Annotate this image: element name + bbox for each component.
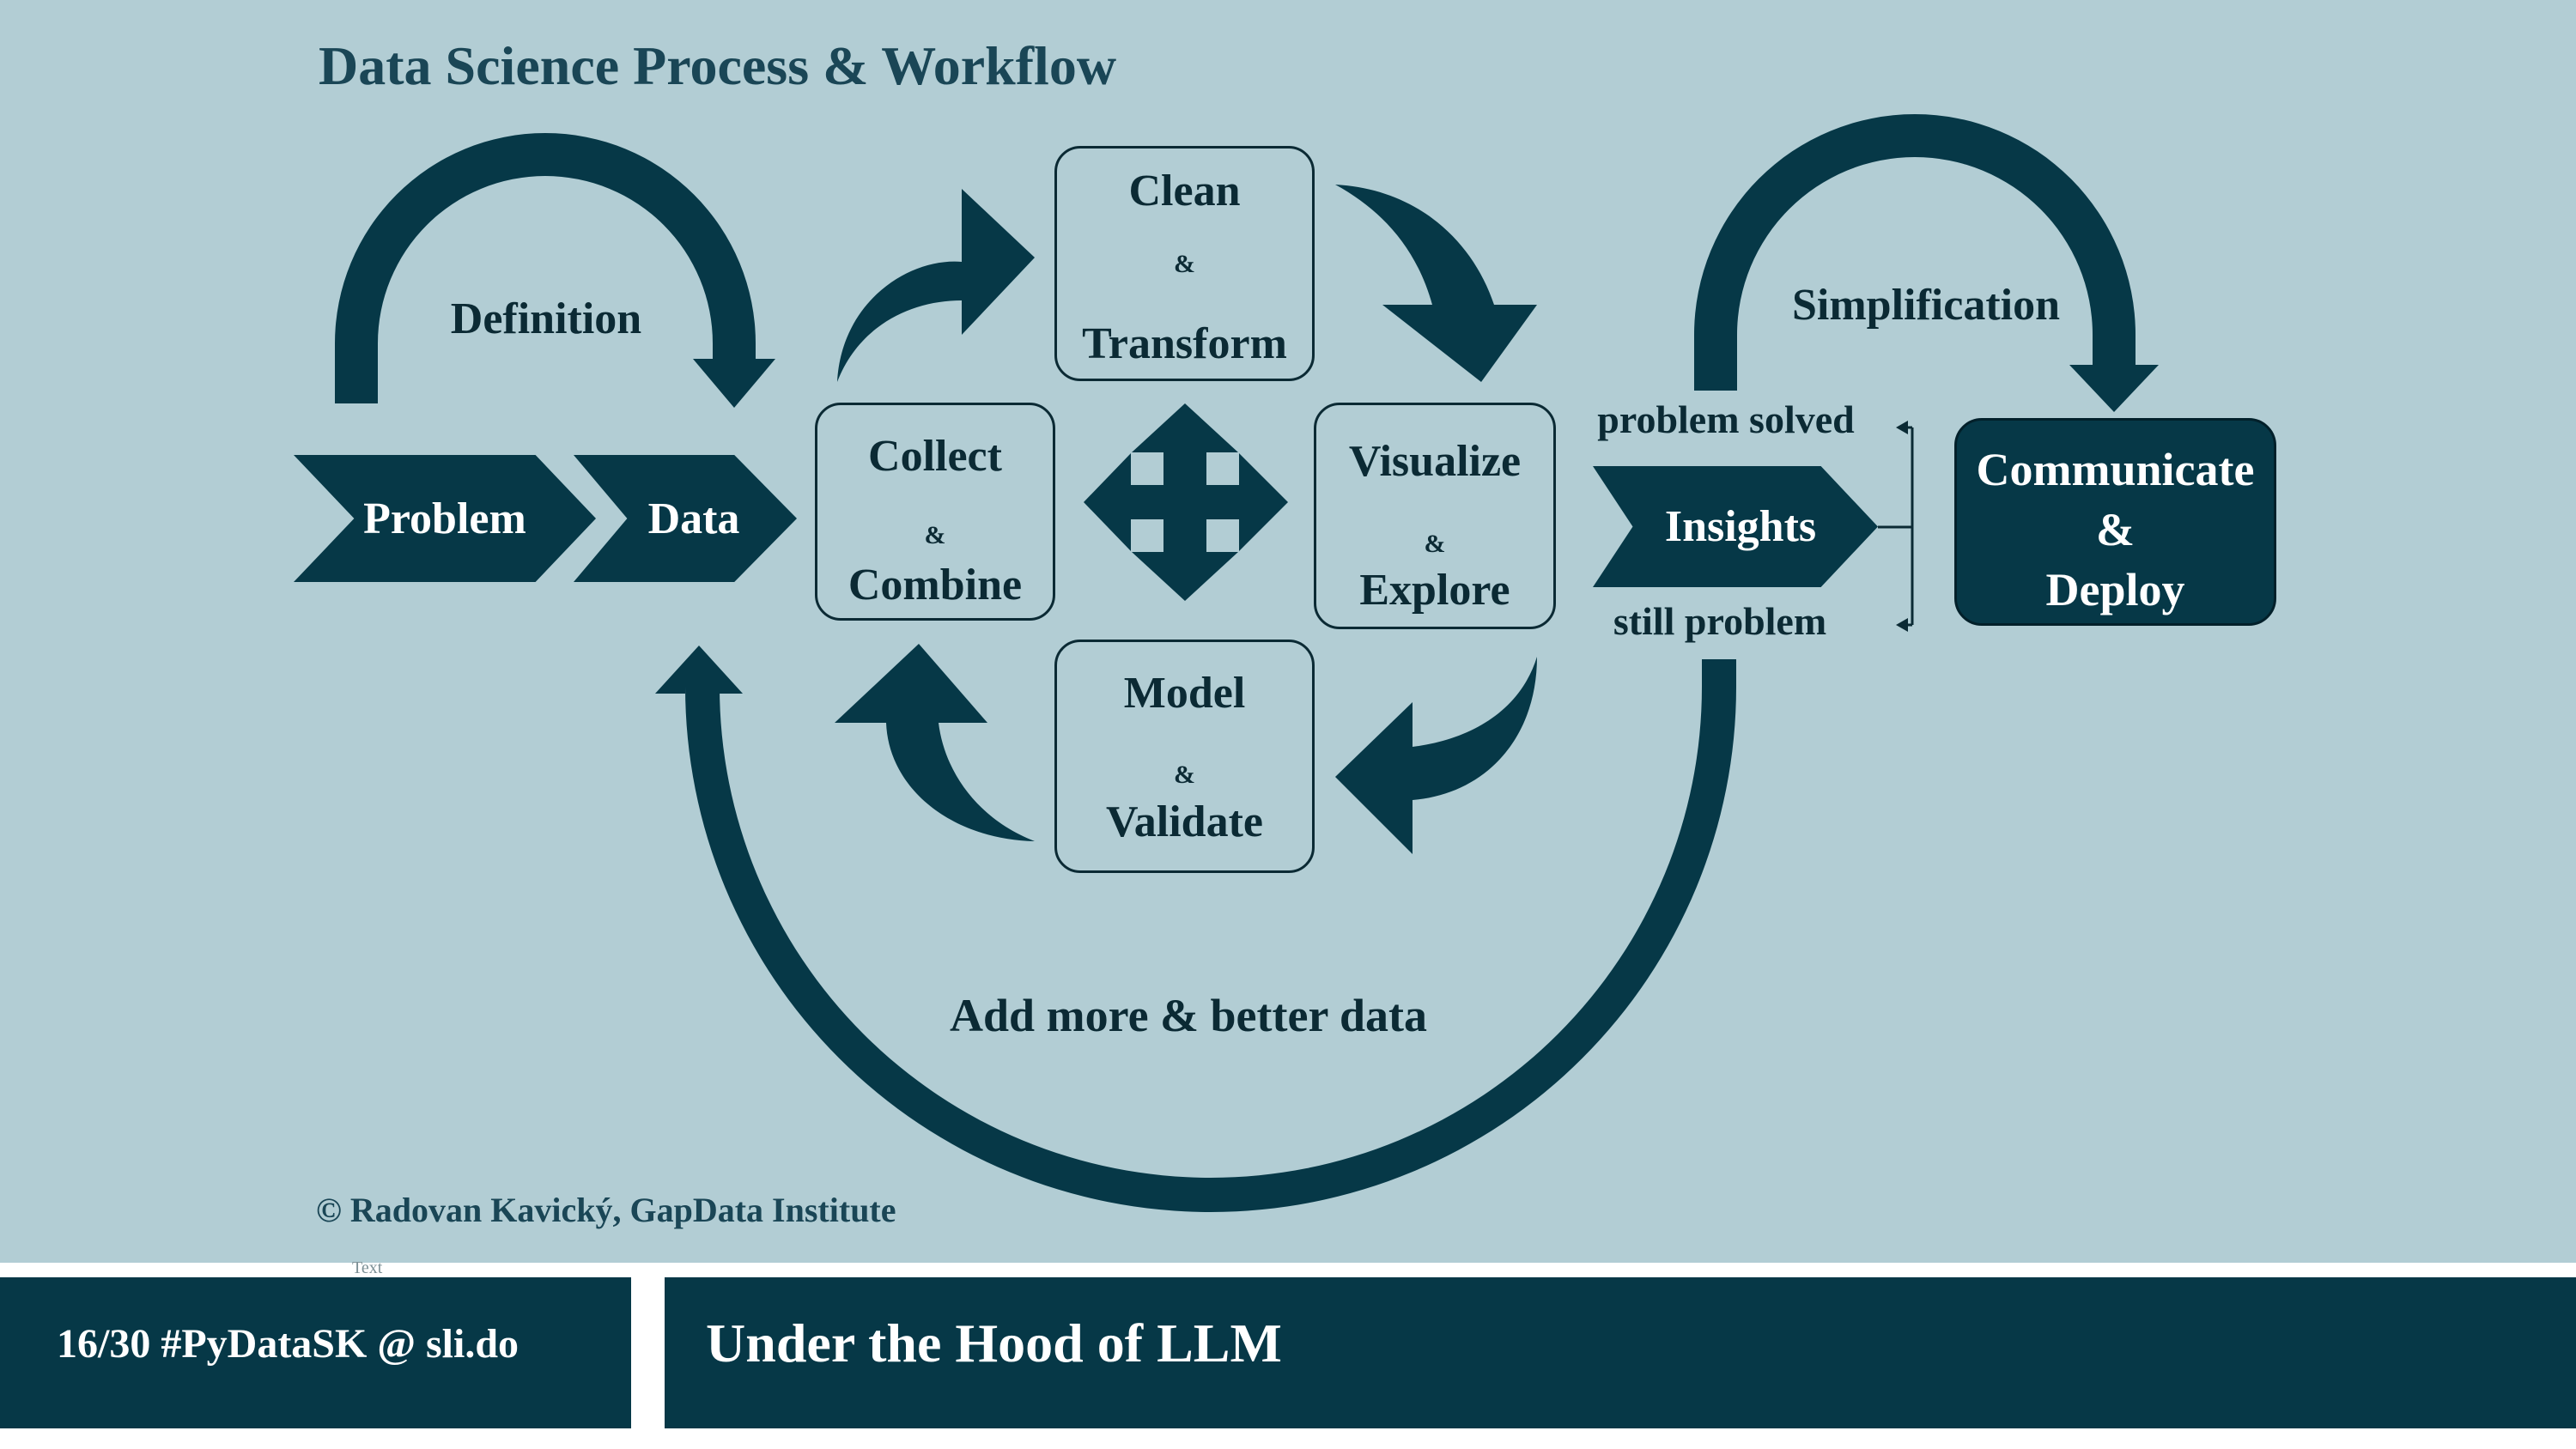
copyright-notice: © Radovan Kavický, GapData Institute <box>316 1191 896 1229</box>
collect-label: Collect <box>868 432 1002 481</box>
problem-label: Problem <box>363 494 526 543</box>
problem-step: Problem <box>294 455 596 582</box>
validate-label: Validate <box>1106 797 1263 846</box>
slide-title: Data Science Process & Workflow <box>319 35 1117 96</box>
communicate-deploy-box: Communicate & Deploy <box>1954 418 2276 626</box>
slide-counter: 16/30 #PyDataSK @ sli.do <box>57 1321 519 1367</box>
model-label: Model <box>1123 669 1246 718</box>
definition-label: Definition <box>450 294 642 343</box>
model-to-collect-arrow-icon <box>835 644 1035 841</box>
still-problem-arrowhead-icon <box>1896 618 1908 632</box>
visualize-explore-box: Visualize & Explore <box>1314 403 1556 629</box>
footer-left-bar: 16/30 #PyDataSK @ sli.do <box>0 1277 631 1428</box>
visualize-to-model-arrow-icon <box>1335 657 1537 854</box>
clean-transform-box: Clean & Transform <box>1054 146 1315 381</box>
data-label: Data <box>647 494 740 543</box>
still-problem-label: still problem <box>1613 599 1827 643</box>
model-validate-box: Model & Validate <box>1054 640 1315 873</box>
presentation-title: Under the Hood of LLM <box>706 1313 1282 1373</box>
definition-arrow-icon <box>335 133 775 408</box>
four-way-arrow-icon <box>1084 403 1288 601</box>
simplification-label: Simplification <box>1791 281 2061 330</box>
insights-label: Insights <box>1664 502 1817 551</box>
collect-combine-box: Collect & Combine <box>815 403 1055 621</box>
communicate-amp: & <box>2096 504 2135 555</box>
text-placeholder: Text <box>352 1258 383 1277</box>
clean-label: Clean <box>1128 167 1241 215</box>
explore-label: Explore <box>1359 566 1510 615</box>
simplification-arrow-icon <box>1694 114 2159 412</box>
problem-solved-arrowhead-icon <box>1896 421 1908 434</box>
collect-to-clean-arrow-icon <box>837 189 1035 382</box>
transform-label: Transform <box>1082 319 1287 368</box>
combine-label: Combine <box>848 561 1023 609</box>
diagram-arrows <box>335 114 2159 1212</box>
clean-to-visualize-arrow-icon <box>1335 185 1537 382</box>
problem-solved-label: problem solved <box>1597 397 1855 441</box>
deploy-label: Deploy <box>2045 564 2185 615</box>
clean-amp: & <box>1174 250 1195 278</box>
decision-bracket-icon <box>1878 426 1914 627</box>
communicate-label: Communicate <box>1976 444 2255 495</box>
insights-step: Insights <box>1593 466 1878 587</box>
slide-canvas: Data Science Process & Workflow Definiti… <box>0 0 2576 1263</box>
footer-right-bar: Under the Hood of LLM <box>665 1277 2576 1428</box>
collect-amp: & <box>924 521 946 549</box>
visualize-label: Visualize <box>1348 437 1522 486</box>
model-amp: & <box>1174 761 1195 789</box>
add-more-data-label: Add more & better data <box>950 990 1427 1041</box>
visualize-amp: & <box>1424 530 1446 558</box>
